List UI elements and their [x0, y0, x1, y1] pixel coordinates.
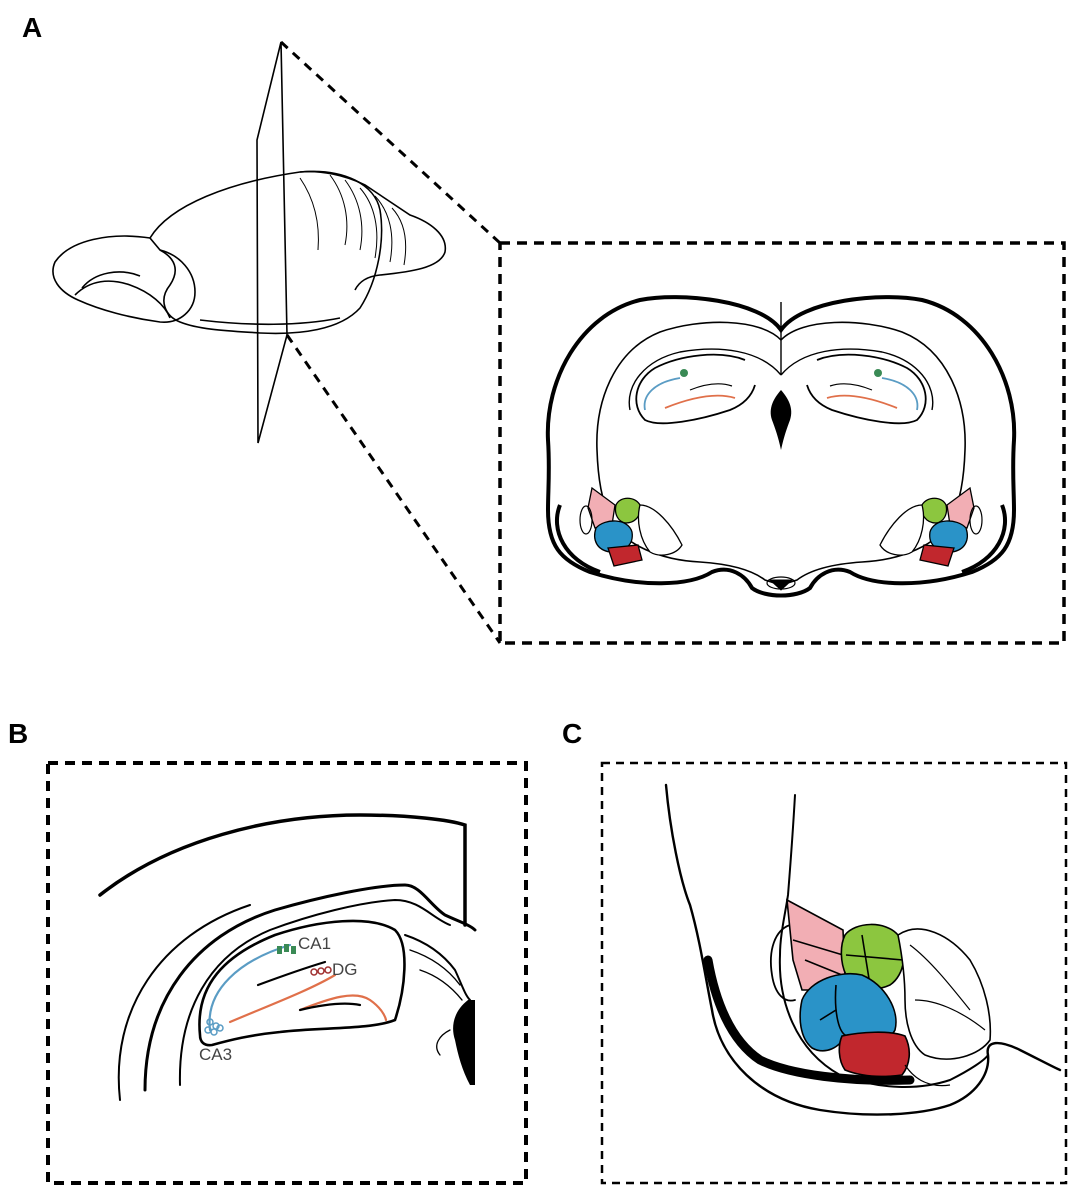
b-ca-band — [210, 945, 290, 1030]
cerebellum-fold-4 — [375, 196, 392, 262]
ca1-label: CA1 — [298, 934, 331, 953]
whole-brain-illustration — [53, 171, 445, 333]
left-green-region — [615, 498, 640, 523]
b-dg-band-upper — [230, 975, 335, 1022]
right-dg-inner — [830, 384, 872, 390]
third-ventricle — [771, 390, 792, 450]
left-dg-band — [665, 396, 735, 408]
cerebellum-outline — [300, 172, 445, 290]
right-dg-band — [827, 396, 897, 408]
left-amygdala — [588, 488, 682, 566]
left-red-region — [608, 545, 642, 566]
coronal-plane — [257, 42, 287, 443]
coronal-section — [548, 297, 1014, 595]
c-white-region — [898, 929, 990, 1059]
left-ca1-marker — [680, 369, 688, 377]
panel-c — [602, 763, 1066, 1183]
c-red-region — [839, 1032, 909, 1076]
cortex-outline — [150, 171, 382, 333]
right-white-region — [880, 505, 924, 555]
b-fold-3 — [420, 970, 462, 1000]
ca3-label: CA3 — [199, 1045, 232, 1064]
cerebellum-fold-1 — [330, 175, 347, 245]
panel-a — [53, 42, 1064, 643]
olfactory-inner-line — [75, 281, 170, 318]
cerebellum-fold-3 — [360, 188, 377, 258]
right-green-region — [922, 498, 947, 523]
b-outer-arc-1 — [119, 905, 250, 1100]
cerebellum-fold-6 — [300, 178, 318, 250]
b-ca1-cells — [277, 944, 296, 954]
b-dg-inner-black — [258, 962, 325, 985]
b-ventricle — [453, 1000, 475, 1085]
panel-b: CA1 DG CA3 — [48, 763, 526, 1183]
cerebellum-fold-5 — [392, 208, 406, 265]
dg-label: DG — [332, 960, 358, 979]
b-fold-1 — [405, 935, 470, 1000]
right-corpus-callosum — [781, 349, 933, 410]
left-dg-inner — [690, 384, 732, 390]
cerebellum-fold-2 — [345, 180, 362, 250]
right-red-region — [920, 545, 954, 566]
left-white-region — [638, 505, 682, 555]
b-ventricle-outline — [437, 1030, 450, 1055]
left-small-loop — [580, 506, 592, 534]
right-amygdala — [880, 488, 974, 566]
right-ca1-marker — [874, 369, 882, 377]
left-corpus-callosum — [629, 349, 781, 410]
brainstem-line — [200, 318, 340, 324]
right-small-loop — [970, 506, 982, 534]
b-ca3-cells — [205, 1019, 223, 1035]
projection-lines — [281, 42, 500, 643]
panel-b-frame — [48, 763, 526, 1183]
b-dg-cells — [311, 967, 331, 975]
